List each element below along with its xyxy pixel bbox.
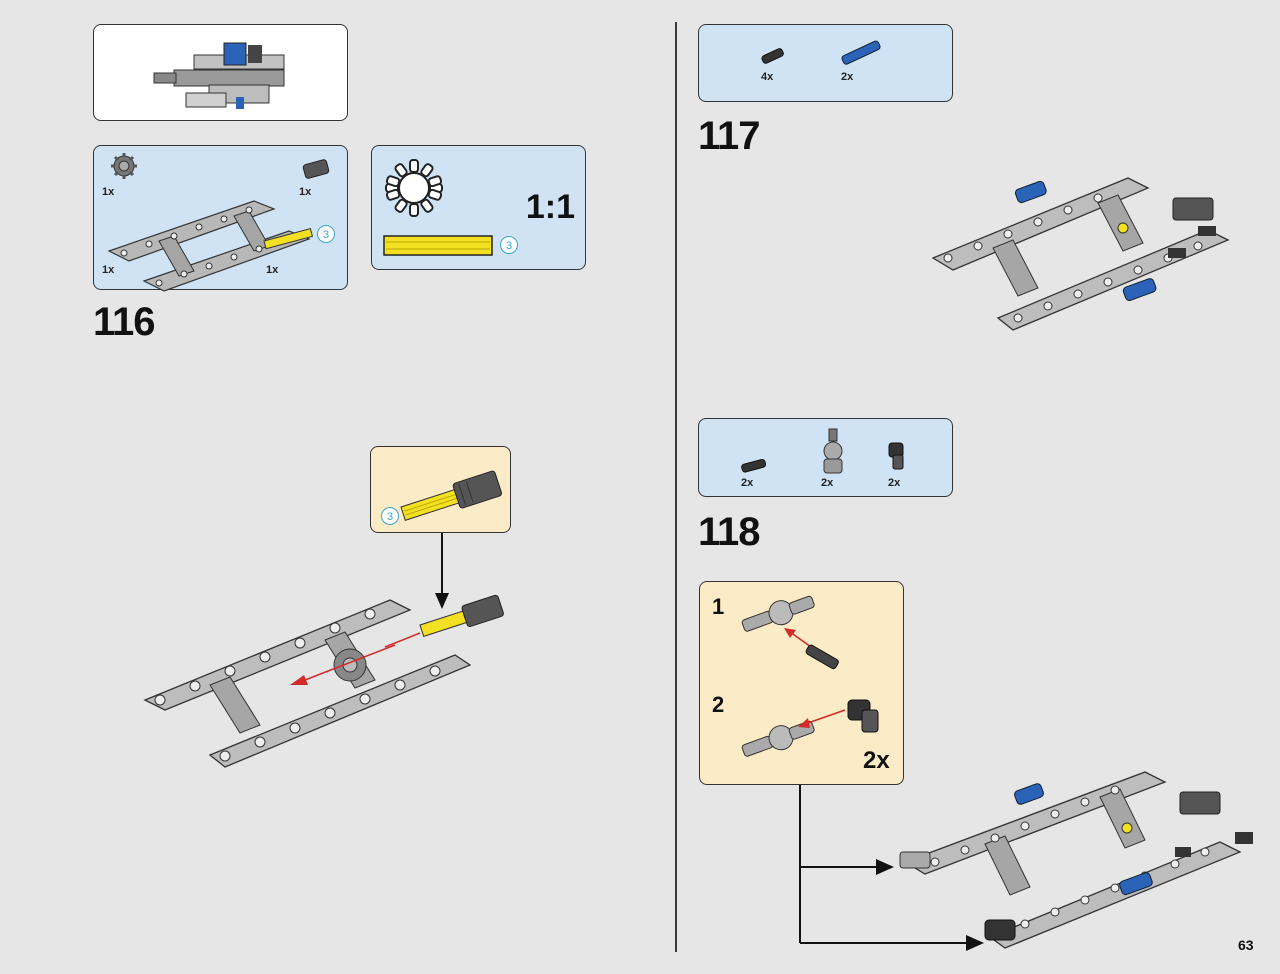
black-pin-qty: 2x xyxy=(741,477,754,489)
axle-scale-icon xyxy=(383,235,493,256)
connector-icon xyxy=(823,428,843,474)
page-divider xyxy=(675,22,677,952)
axle-qty: 1x xyxy=(266,264,279,276)
subassembly-illustration xyxy=(741,595,879,757)
gear-outline-illustration xyxy=(383,159,493,256)
frame-qty: 1x xyxy=(102,264,115,276)
bush-qty: 1x xyxy=(299,186,312,198)
callout-arrow xyxy=(435,533,449,609)
subassembly-arrows xyxy=(799,785,984,951)
bush-icon xyxy=(302,159,330,179)
axle-length-badge: 3 xyxy=(317,225,335,243)
step117-number: 117 xyxy=(698,114,761,158)
step118-parts-box: 2x 2x 2x xyxy=(698,418,953,497)
step118-number: 118 xyxy=(698,510,761,554)
blue-pin-icon xyxy=(841,40,881,65)
callout-axle-length-badge: 3 xyxy=(381,507,399,525)
black-pin-qty: 4x xyxy=(761,71,774,83)
axle-icon xyxy=(263,227,314,250)
subassembly-multiplier: 2x xyxy=(863,747,890,774)
gear-qty: 1x xyxy=(102,186,115,198)
connector-qty: 2x xyxy=(821,477,834,489)
black-pin-icon xyxy=(761,48,784,64)
gear-icon xyxy=(111,153,137,179)
page-number: 63 xyxy=(1238,937,1254,953)
previous-model-illustration xyxy=(153,42,285,109)
frame-icon xyxy=(107,200,311,292)
angle-connector-icon xyxy=(888,442,904,470)
step118-parts-illustration xyxy=(741,428,904,474)
substep-1-number: 1 xyxy=(712,594,725,619)
step116-parts-illustration xyxy=(107,153,330,292)
scale-box: 1:1 3 xyxy=(371,145,586,270)
step116-model-illustration xyxy=(143,594,504,768)
substep-2-number: 2 xyxy=(712,692,725,717)
angle-connector-qty: 2x xyxy=(888,477,901,489)
scale-axle-length-badge: 3 xyxy=(500,236,518,254)
step116-number: 116 xyxy=(93,300,156,344)
step118-model-illustration xyxy=(899,771,1253,949)
previous-model-box xyxy=(93,24,348,121)
axle-bush-illustration xyxy=(400,470,503,521)
scale-ratio: 1:1 xyxy=(525,188,575,226)
step117-model-illustration xyxy=(931,177,1230,331)
blue-pin-qty: 2x xyxy=(841,71,854,83)
step117-parts-illustration xyxy=(761,40,881,65)
step117-parts-box: 4x 2x xyxy=(698,24,953,102)
black-pin-icon xyxy=(741,458,767,473)
step116-callout-box: 3 xyxy=(370,446,511,533)
step118-subassembly-box: 1 2 2x xyxy=(699,581,904,785)
step116-parts-box: 1x 1x 1x 1x 3 xyxy=(93,145,348,292)
